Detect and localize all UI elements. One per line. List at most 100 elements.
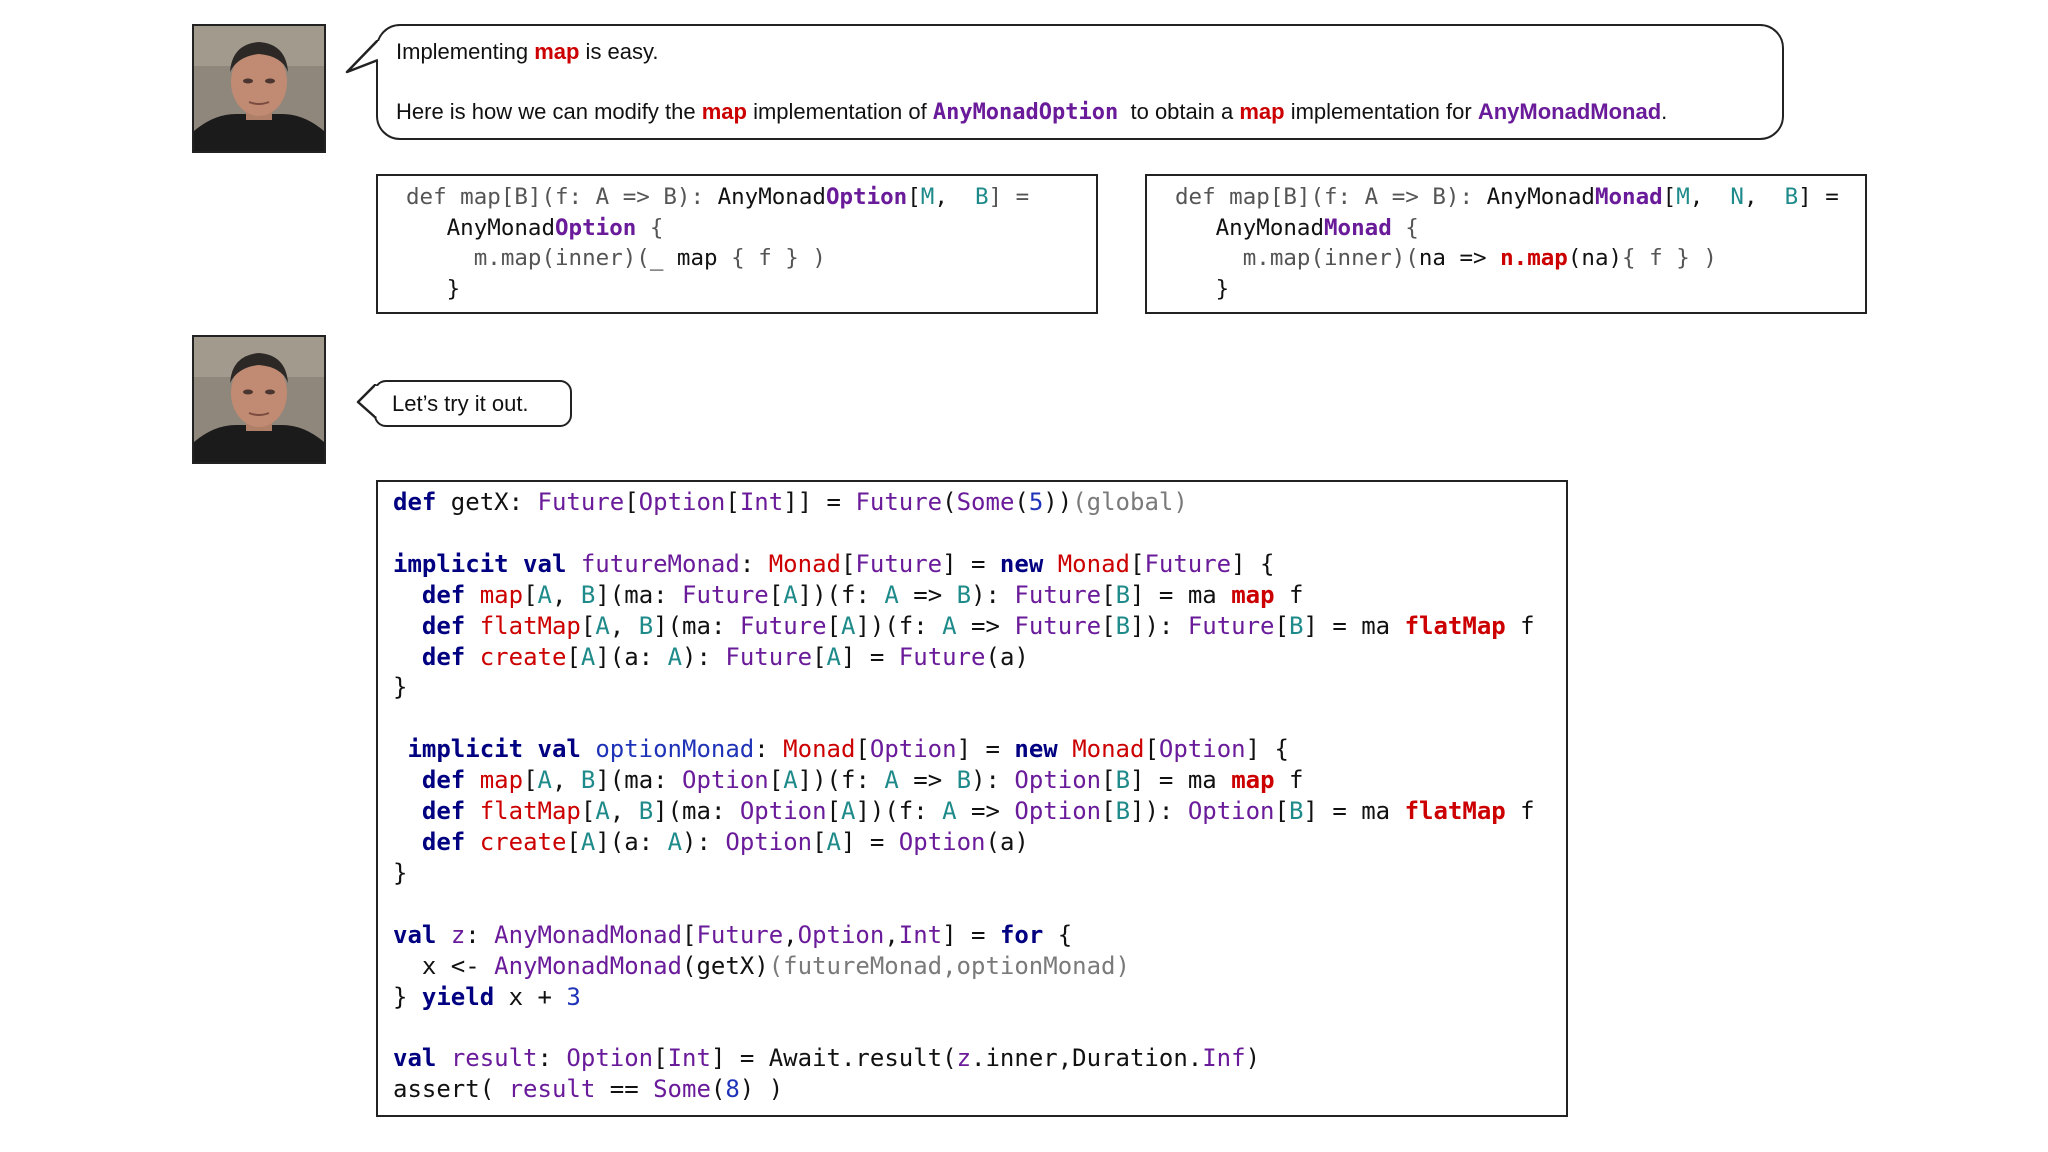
text-segment: val bbox=[523, 549, 567, 578]
text-segment: [ bbox=[1274, 797, 1289, 826]
code-line: AnyMonadMonad { bbox=[1175, 213, 1839, 244]
text-segment bbox=[1175, 215, 1216, 241]
text-segment: x + bbox=[494, 982, 567, 1011]
text-segment: => bbox=[956, 611, 1015, 640]
text-segment: [ bbox=[1101, 611, 1116, 640]
text-segment: => bbox=[956, 797, 1015, 826]
code-line: def map[B](f: A => B): AnyMonadMonad[M, … bbox=[1175, 182, 1839, 213]
text-segment: } bbox=[393, 673, 408, 702]
text-segment: A bbox=[942, 797, 957, 826]
text-segment: [ bbox=[725, 488, 740, 516]
text-segment: { bbox=[636, 214, 664, 241]
text-segment: ](ma: bbox=[595, 580, 683, 609]
speech-bubble-1: Implementing map is easy. Here is how we… bbox=[376, 24, 1784, 140]
text-segment: ): bbox=[971, 766, 1015, 795]
text-segment: B bbox=[956, 580, 972, 609]
text-segment bbox=[436, 1044, 450, 1072]
text-segment: def bbox=[421, 827, 466, 856]
text-segment: Future bbox=[682, 580, 769, 609]
text-segment: Monad bbox=[1057, 549, 1130, 578]
text-segment: )) bbox=[1043, 488, 1073, 516]
text-segment: Int bbox=[739, 488, 784, 516]
text-segment: M bbox=[1676, 184, 1690, 210]
code-line: def map[A, B](ma: Option[A])(f: A => B):… bbox=[393, 765, 1535, 796]
text-segment: A bbox=[580, 642, 596, 671]
text-segment bbox=[406, 276, 447, 302]
code-line: def getX: Future[Option[Int]] = Future(S… bbox=[393, 487, 1535, 518]
text-segment bbox=[1487, 245, 1501, 271]
text-segment: A bbox=[884, 766, 899, 795]
code-line: } yield x + 3 bbox=[393, 982, 1535, 1013]
text-segment: ] = bbox=[841, 642, 899, 671]
text-segment: [ bbox=[566, 827, 581, 856]
text-segment bbox=[393, 828, 422, 856]
text-segment: f bbox=[1505, 611, 1535, 640]
text-segment: Inf bbox=[1202, 1044, 1246, 1073]
text-segment: def bbox=[421, 766, 466, 795]
text-segment: [ bbox=[907, 184, 921, 210]
code-line: def flatMap[A, B](ma: Option[A])(f: A =>… bbox=[393, 796, 1535, 827]
text-segment: ( bbox=[942, 488, 957, 516]
text-segment: Option bbox=[869, 735, 957, 764]
text-segment: flatMap bbox=[479, 611, 581, 640]
text-segment: flatMap bbox=[1404, 611, 1506, 640]
text-segment: Here is how we can modify the bbox=[396, 99, 702, 124]
code-snippet-anymonadoption: def map[B](f: A => B): AnyMonadOption[M,… bbox=[376, 174, 1098, 314]
text-segment: map bbox=[479, 766, 524, 795]
text-segment: } bbox=[1215, 275, 1230, 302]
text-segment bbox=[1058, 735, 1072, 763]
text-segment: val bbox=[393, 1044, 437, 1073]
text-segment: { f } ) bbox=[717, 245, 826, 271]
text-segment: ] = Await.result( bbox=[710, 1044, 957, 1073]
text-segment: B bbox=[580, 580, 596, 609]
text-segment: B bbox=[974, 184, 989, 210]
code-line bbox=[393, 889, 1535, 920]
avatar bbox=[192, 24, 326, 153]
text-segment: => bbox=[898, 580, 957, 609]
text-segment: [ bbox=[1101, 580, 1116, 609]
code-main-example: def getX: Future[Option[Int]] = Future(S… bbox=[376, 480, 1568, 1117]
text-segment: A bbox=[783, 766, 798, 795]
text-segment: A bbox=[841, 797, 856, 826]
text-segment: Future bbox=[739, 611, 827, 640]
text-segment: Future bbox=[898, 642, 986, 671]
text-segment: map bbox=[1239, 99, 1285, 124]
text-segment: Option bbox=[682, 766, 769, 795]
text-segment: [ bbox=[1662, 184, 1677, 210]
text-segment: Implementing bbox=[396, 39, 535, 64]
text-segment: def map[B](f: A => B): bbox=[406, 184, 718, 210]
text-segment: ): bbox=[682, 642, 726, 671]
text-segment: [ bbox=[768, 766, 784, 795]
text-segment: 8 bbox=[725, 1075, 740, 1104]
text-segment: f bbox=[1505, 797, 1535, 826]
text-segment: : bbox=[754, 735, 784, 764]
text-segment: ](ma: bbox=[653, 611, 740, 640]
text-segment bbox=[465, 612, 479, 640]
text-segment: B bbox=[1115, 580, 1131, 609]
text-segment: implicit bbox=[393, 549, 509, 578]
code-line: AnyMonadOption { bbox=[406, 213, 1029, 244]
text-segment: [ bbox=[840, 549, 856, 578]
text-segment: A bbox=[595, 611, 610, 640]
text-segment: ])(f: bbox=[797, 766, 885, 795]
text-segment bbox=[393, 766, 422, 794]
text-segment: optionMonad bbox=[595, 735, 755, 764]
text-segment: map bbox=[1231, 580, 1275, 609]
text-segment bbox=[566, 550, 580, 578]
text-segment: : bbox=[739, 549, 769, 578]
bubble-1-tail bbox=[345, 40, 381, 74]
text-segment: ] = bbox=[841, 827, 899, 856]
code-line: def flatMap[A, B](ma: Future[A])(f: A =>… bbox=[393, 611, 1535, 642]
person-photo-icon bbox=[194, 26, 324, 151]
text-segment: [ bbox=[826, 611, 841, 640]
code-line: val z: AnyMonadMonad[Future,Option,Int] … bbox=[393, 920, 1535, 951]
text-segment: map bbox=[701, 99, 747, 124]
text-segment: A bbox=[826, 827, 841, 856]
person-photo-icon bbox=[194, 337, 324, 462]
text-segment: ): bbox=[971, 580, 1015, 609]
text-segment: B bbox=[638, 797, 654, 826]
text-segment: (global) bbox=[1072, 488, 1188, 516]
text-segment: n.map bbox=[1500, 245, 1568, 271]
text-segment: [ bbox=[812, 827, 827, 856]
text-segment: B bbox=[1115, 611, 1131, 640]
